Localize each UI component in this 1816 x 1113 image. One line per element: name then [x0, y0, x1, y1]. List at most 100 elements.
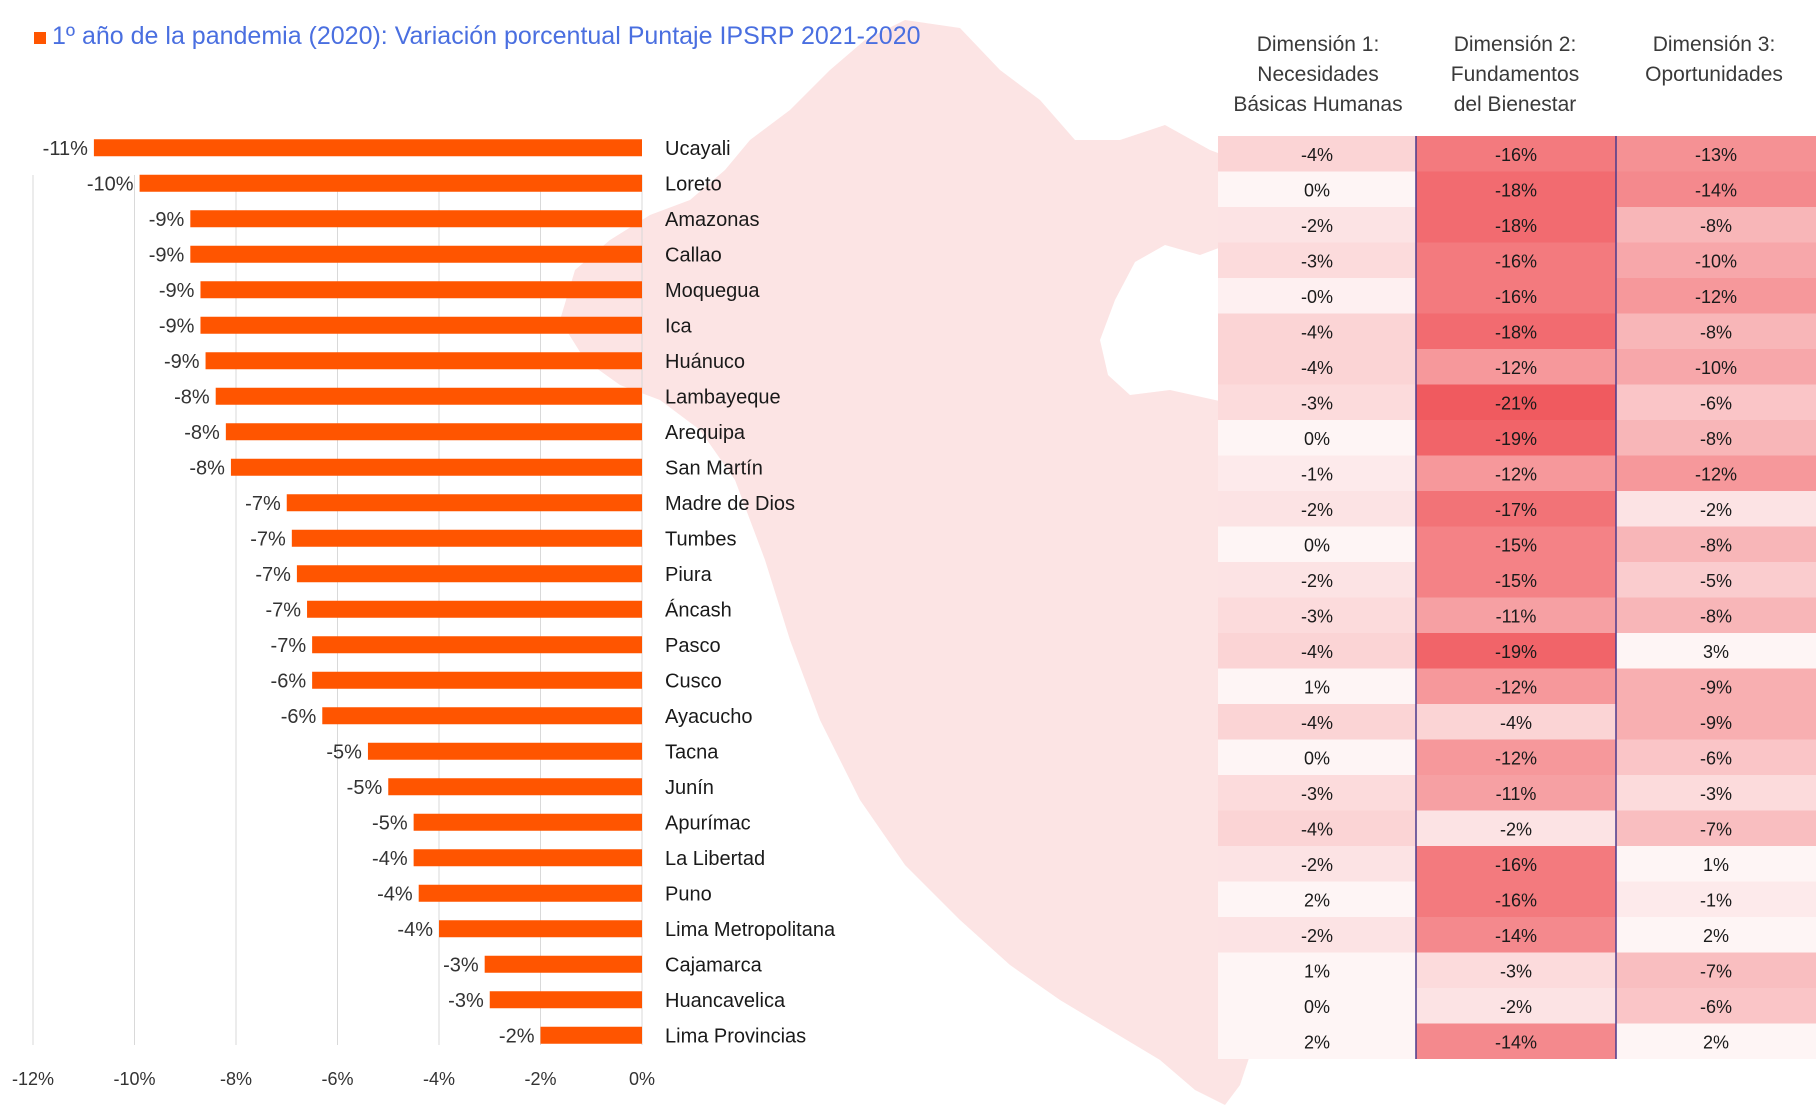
category-label: Ucayali: [665, 138, 731, 160]
heatmap-cell-label: -7%: [1700, 819, 1732, 839]
heatmap-cell-label: -7%: [1700, 961, 1732, 981]
heatmap-cell: [1616, 384, 1816, 420]
bar-data-label: -7%: [245, 493, 281, 515]
heatmap-cell-label: 2%: [1703, 1032, 1729, 1052]
heatmap-cell: [1218, 917, 1416, 953]
category-label: Tacna: [665, 741, 719, 763]
heatmap-cell-label: -2%: [1301, 855, 1333, 875]
heatmap-cell-label: 1%: [1304, 961, 1330, 981]
dimension-3-header-line: Oportunidades: [1645, 63, 1783, 86]
dimension-2-header-line: Fundamentos: [1450, 63, 1580, 86]
heatmap-cell-label: -19%: [1495, 642, 1537, 662]
heatmap-cell: [1416, 384, 1616, 420]
heatmap-cell-label: -16%: [1495, 145, 1537, 165]
category-label: Arequipa: [665, 422, 746, 444]
heatmap-cell-label: -4%: [1301, 322, 1333, 342]
heatmap-cell-label: -12%: [1495, 677, 1537, 697]
heatmap-cell: [1416, 668, 1616, 704]
heatmap-cell-label: -4%: [1500, 713, 1532, 733]
heatmap-cell: [1218, 881, 1416, 917]
heatmap-cell: [1218, 455, 1416, 491]
heatmap-cell: [1218, 384, 1416, 420]
heatmap-cell-label: -16%: [1495, 855, 1537, 875]
dimension-1-header-line: Necesidades: [1257, 63, 1379, 86]
category-label: Puno: [665, 883, 712, 905]
bar-data-label: -9%: [159, 315, 195, 337]
heatmap-cell: [1416, 136, 1616, 172]
heatmap-cell-label: -15%: [1495, 535, 1537, 555]
category-label: La Libertad: [665, 848, 765, 870]
bar-data-label: -10%: [87, 173, 134, 195]
heatmap-cell: [1218, 952, 1416, 988]
bar-data-label: -3%: [448, 990, 484, 1012]
category-label: Ica: [665, 315, 693, 337]
dimension-1-header-line: Básicas Humanas: [1233, 93, 1403, 116]
bar: [484, 955, 642, 973]
heatmap-cell: [1616, 597, 1816, 633]
category-label: Callao: [665, 244, 722, 266]
bar: [205, 352, 643, 370]
heatmap-cell: [1616, 1023, 1816, 1059]
heatmap-cell-label: -12%: [1695, 287, 1737, 307]
heatmap-cell-label: 2%: [1703, 926, 1729, 946]
bar-data-label: -7%: [271, 635, 307, 657]
heatmap-cell-label: -13%: [1695, 145, 1737, 165]
chart-title: 1º año de la pandemia (2020): Variación …: [52, 22, 921, 50]
bar-data-label: -7%: [255, 564, 291, 586]
category-label: Cajamarca: [665, 954, 763, 976]
heatmap-cell: [1616, 704, 1816, 740]
heatmap-cell-label: -6%: [1700, 393, 1732, 413]
heatmap-cell: [1616, 562, 1816, 598]
heatmap-cell-label: -18%: [1495, 180, 1537, 200]
heatmap-cell-label: -4%: [1301, 819, 1333, 839]
bar: [322, 707, 642, 725]
bar: [312, 636, 642, 654]
heatmap-cell: [1218, 668, 1416, 704]
heatmap-cell-label: -2%: [1500, 997, 1532, 1017]
bar-data-label: -9%: [159, 280, 195, 302]
dimension-3-header: Dimensión 3: Oportunidades: [1614, 30, 1814, 90]
heatmap-cell-label: 2%: [1304, 890, 1330, 910]
heatmap-cell-label: -3%: [1700, 784, 1732, 804]
bar: [489, 991, 642, 1009]
x-tick-label: -12%: [12, 1069, 54, 1089]
heatmap-cell-label: -3%: [1301, 393, 1333, 413]
heatmap-cell: [1416, 775, 1616, 811]
heatmap-cell: [1416, 917, 1616, 953]
heatmap-cell: [1616, 455, 1816, 491]
heatmap-cell: [1416, 846, 1616, 882]
heatmap-cell: [1416, 704, 1616, 740]
heatmap-cell: [1616, 136, 1816, 172]
bar-data-label: -5%: [326, 741, 362, 763]
heatmap-cell: [1616, 526, 1816, 562]
heatmap-cell-label: -16%: [1495, 251, 1537, 271]
heatmap-cell-label: -8%: [1700, 216, 1732, 236]
bar: [291, 529, 642, 547]
bar: [296, 565, 642, 583]
heatmap-cell-label: 2%: [1304, 1032, 1330, 1052]
heatmap-cell: [1218, 562, 1416, 598]
heatmap-cell: [1416, 455, 1616, 491]
dimension-2-header: Dimensión 2: Fundamentos del Bienestar: [1415, 30, 1615, 120]
heatmap-cell-label: -9%: [1700, 677, 1732, 697]
heatmap-cell: [1416, 526, 1616, 562]
heatmap-cell: [1616, 988, 1816, 1024]
heatmap-cell-label: -2%: [1700, 500, 1732, 520]
heatmap-cell-label: -2%: [1500, 819, 1532, 839]
heatmap-cell-label: -10%: [1695, 358, 1737, 378]
heatmap-cell: [1218, 526, 1416, 562]
heatmap-cell-label: -3%: [1301, 251, 1333, 271]
heatmap-cell-label: -18%: [1495, 322, 1537, 342]
bar: [139, 174, 642, 192]
heatmap-cell: [1218, 171, 1416, 207]
bar: [190, 210, 642, 228]
bar-data-label: -4%: [397, 919, 433, 941]
heatmap-cell: [1218, 1023, 1416, 1059]
category-label: Madre de Dios: [665, 493, 795, 515]
bar: [413, 849, 642, 867]
heatmap-cell: [1218, 846, 1416, 882]
heatmap-cell: [1416, 171, 1616, 207]
bar: [413, 813, 642, 831]
heatmap-cell: [1416, 810, 1616, 846]
